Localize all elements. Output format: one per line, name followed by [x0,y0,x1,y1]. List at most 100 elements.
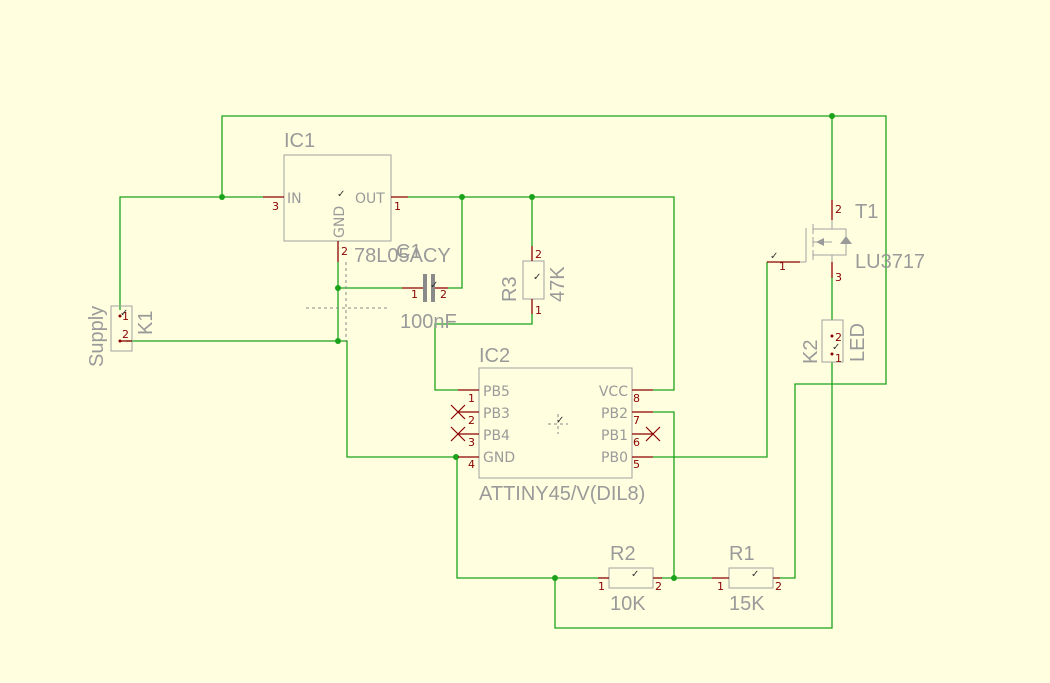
ic2-pb2-label: PB2 [601,406,628,422]
wires [119,115,887,629]
ic1-regulator[interactable]: 3 1 2 IN OUT GND ✓ IC1 78L05ACY [263,130,451,267]
ic2-vcc-label: VCC [599,384,628,400]
r2-pin-1-num: 1 [598,580,605,593]
wire-pb0-to-t1 [653,262,768,458]
ic2-pin-3-num: 3 [468,436,475,449]
k1-body [110,305,133,352]
k1-origin-mark: ✓ [120,308,128,319]
r1-pin-1-num: 1 [717,580,724,593]
r3-body [522,260,545,300]
r1-pin-2-num: 2 [775,580,782,593]
k2-body [821,319,844,363]
r1-value: 15K [729,593,765,615]
ic2-pin-4-num: 4 [468,458,475,471]
junction-out-c1 [459,194,465,200]
ic2-origin-mark: ✓ [556,415,564,426]
ic1-out-label: OUT [355,191,385,207]
r3-origin-mark: ✓ [533,272,541,283]
t1-pin-2-num: 2 [835,203,842,216]
ic2-name: IC2 [479,345,510,367]
r1-resistor[interactable]: 1 2 ✓ R1 15K [712,543,782,615]
r3-name: R3 [499,276,521,302]
ic2-pin-6-noconnect [645,426,661,442]
wire-pb2-divider [653,411,675,578]
r2-name: R2 [610,543,636,565]
ic2-pin-6-num: 6 [633,436,640,449]
t1-pin-1-num: 1 [779,260,786,273]
t1-mosfet[interactable]: 2 3 1 ✓ T1 LU3717 [767,200,925,284]
c1-name: C1 [396,241,422,263]
t1-pin-3-num: 3 [835,271,842,284]
r1-origin-mark: ✓ [751,569,759,580]
k1-name: K1 [135,311,157,335]
k2-pin-1-dot [830,352,834,356]
ic1-value: 78L05ACY [354,245,451,267]
r3-pin-2-num: 2 [535,248,542,261]
wire-gnd-rail [126,340,456,458]
k1-pin-2-num: 2 [122,328,129,341]
ic2-pin-7-num: 7 [633,414,640,427]
c1-value: 100nF [400,311,457,333]
r2-pin-2-num: 2 [655,580,662,593]
wire-r3-to-pb5 [434,314,533,391]
r2-resistor[interactable]: 1 2 ✓ R2 10K [598,543,662,615]
ic2-pin-3-noconnect [450,426,466,442]
junctions [219,113,835,581]
ic2-pin-2-num: 2 [468,414,475,427]
ic1-name: IC1 [284,130,315,152]
r3-value: 47K [547,266,569,302]
t1-value: LU3717 [855,251,925,273]
t1-source-lead [813,254,833,262]
t1-origin-mark: ✓ [770,251,778,262]
junction-vin [219,194,225,200]
ic2-microcontroller[interactable]: 1 2 3 4 8 7 6 5 PB5 PB3 PB4 GND VCC PB2 … [450,345,661,505]
r2-origin-mark: ✓ [631,569,639,580]
t1-channel-arrow [816,238,824,246]
r3-pin-1-num: 1 [535,304,542,317]
c1-pin-1-num: 1 [411,288,418,301]
ic2-body [478,367,633,479]
k1-pin-1-dot [118,314,122,318]
k1-value: Supply [86,306,108,367]
junction-divider [671,575,677,581]
ic2-pin-5-num: 5 [633,458,640,471]
r3-resistor[interactable]: 2 1 ✓ R3 47K [499,246,569,317]
ic1-origin-mark: ✓ [337,189,345,200]
c1-origin-mark: ✓ [430,280,438,291]
r2-value: 10K [610,593,646,615]
ic1-in-label: IN [287,191,302,207]
wire-5v-rail [408,196,675,391]
ic2-pb3-label: PB3 [483,406,510,422]
junction-drain-top [829,113,835,119]
k2-name: K2 [800,340,822,364]
k2-origin-mark: ✓ [832,342,840,353]
k1-connector[interactable]: 1 2 ✓ K1 Supply [86,305,157,367]
junction-gnd-k1 [335,338,341,344]
k2-connector[interactable]: 2 1 ✓ K2 LED [800,319,869,365]
r1-name: R1 [729,543,755,565]
ic2-pb4-label: PB4 [483,428,510,444]
wire-k2-return [554,362,833,629]
k2-value: LED [847,323,869,362]
ic1-gnd-label: GND [332,206,348,238]
ic2-pin-8-num: 8 [633,392,640,405]
ic2-gnd-label: GND [483,450,515,466]
ic1-pin-3-num: 3 [272,200,279,213]
junction-gnd-c1 [335,285,341,291]
ic1-pin-1-num: 1 [394,200,401,213]
wire-gnd-to-r2 [456,457,598,579]
k1-pin-1-num: 1 [122,310,129,323]
wire-k1-to-ic1-in [119,196,263,310]
c1-capacitor[interactable]: 1 2 ✓ C1 100nF [396,241,457,333]
ic1-pin-2-num: 2 [341,245,348,258]
ic2-pb1-label: PB1 [601,428,628,444]
ic2-pb5-label: PB5 [483,384,510,400]
t1-drain-lead [813,220,833,230]
t1-name: T1 [855,201,878,223]
ic2-pin-2-noconnect [450,404,466,420]
ic2-value: ATTINY45/V(DIL8) [479,483,645,505]
junction-out-r3 [529,194,535,200]
k2-pin-1-num: 1 [835,352,842,365]
junction-r2-return [552,575,558,581]
